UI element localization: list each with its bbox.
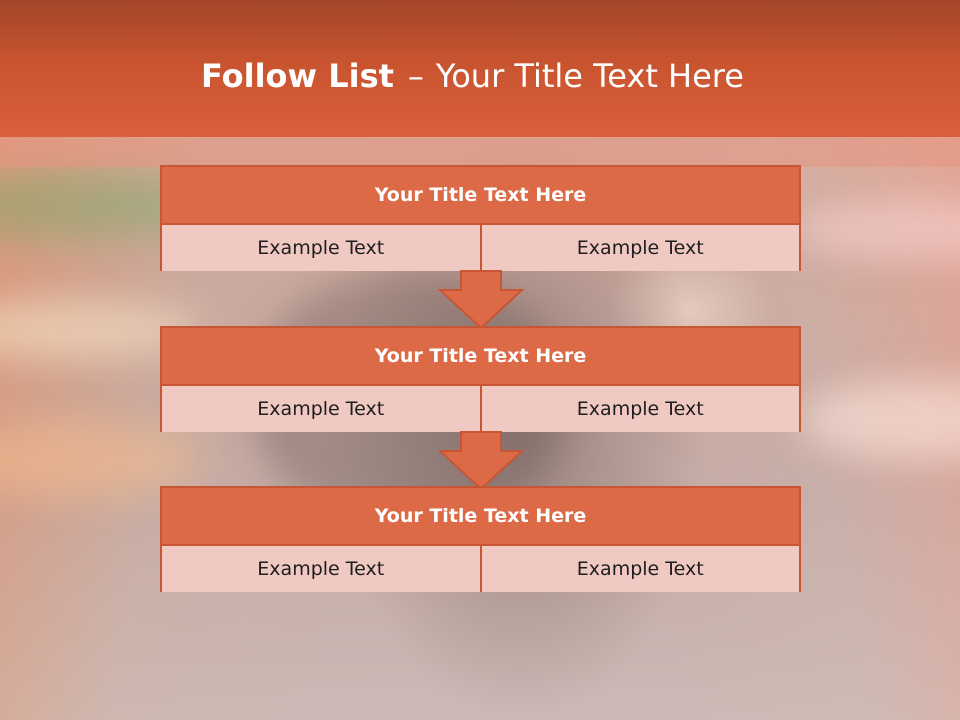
follow-step-3: Your Title Text Here Example Text Exampl… [160,486,801,592]
title-band [0,137,960,167]
follow-step-2: Your Title Text Here Example Text Exampl… [160,326,801,432]
follow-step-1: Your Title Text Here Example Text Exampl… [160,165,801,271]
title-bar: Follow List–Your Title Text Here [0,0,960,137]
step-right-text: Example Text [479,225,800,271]
step-left-text: Example Text [257,558,385,580]
title-rest: Your Title Text Here [435,57,744,95]
step-title: Your Title Text Here [162,167,799,225]
step-title: Your Title Text Here [162,328,799,386]
step-title: Your Title Text Here [162,488,799,546]
slide-title: Follow List–Your Title Text Here [0,56,945,96]
title-separator: – [407,57,424,95]
down-arrow-icon [438,431,524,491]
step-row: Example Text Example Text [162,386,799,432]
title-bold: Follow List [201,57,394,95]
step-right-text: Example Text [479,386,800,432]
down-arrow-icon [438,270,524,330]
step-row: Example Text Example Text [162,225,799,271]
step-left-text: Example Text [257,237,385,259]
step-right-text: Example Text [479,546,800,592]
step-row: Example Text Example Text [162,546,799,592]
step-left-text: Example Text [257,398,385,420]
background-streak [790,200,960,260]
background-streak [800,380,960,460]
